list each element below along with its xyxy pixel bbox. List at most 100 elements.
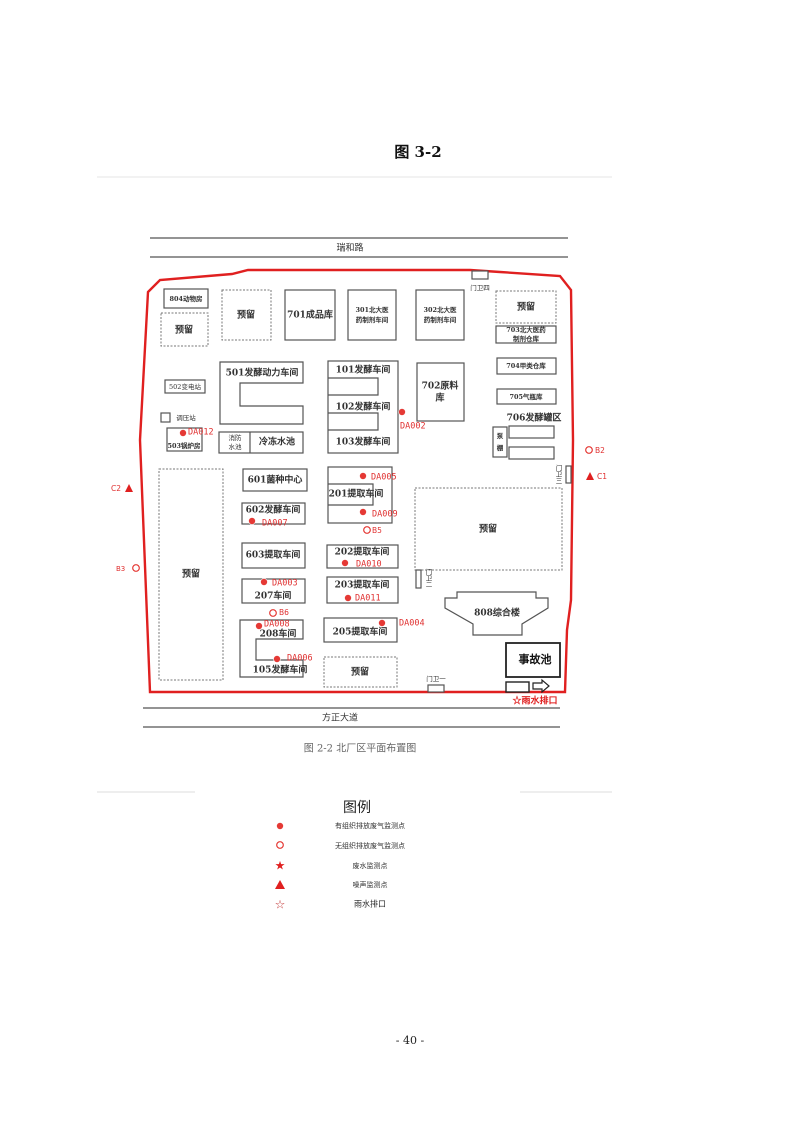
reserved-area — [160, 312, 209, 347]
building-302 — [415, 289, 465, 341]
building-301-label: 药制剂车间 — [356, 315, 389, 324]
building-101-label: 101发酵车间 — [336, 364, 391, 376]
reserved-area — [323, 656, 398, 688]
building-201-label: 201提取车间 — [329, 488, 384, 500]
point-label: DA009 — [372, 510, 398, 520]
gate-2 — [415, 569, 422, 589]
gate-3-label: 门卫三 — [554, 463, 562, 484]
organized-point-icon — [273, 655, 281, 663]
building-603 — [241, 542, 306, 569]
reserved-area — [495, 290, 557, 324]
rain-outlet-label: ☆雨水排口 — [512, 695, 557, 707]
building-203 — [326, 576, 399, 604]
building-207-label: 207车间 — [255, 590, 292, 602]
building-808 — [444, 591, 549, 636]
legend-title: 图例 — [343, 800, 371, 816]
pump-shed-label: 泵 — [496, 431, 504, 440]
point-label: B2 — [595, 446, 605, 455]
building-205-label: 205提取车间 — [333, 626, 388, 638]
reserved-label: 预留 — [351, 666, 369, 678]
gate-4-label: 门卫四 — [470, 283, 490, 292]
accident-pool — [505, 642, 561, 678]
star-outline-icon: ☆ — [275, 898, 286, 912]
reserved-area — [158, 468, 224, 681]
regulator-station — [160, 412, 171, 423]
building-103-label: 103发酵车间 — [336, 436, 391, 448]
legend-item: 噪声监测点 — [353, 880, 388, 889]
fugitive-point-icon — [585, 446, 593, 454]
road-label-north: 瑞和路 — [336, 242, 363, 254]
building-808-label: 808综合楼 — [474, 607, 520, 619]
building-704-label: 704甲类仓库 — [506, 361, 546, 370]
reserved-label: 预留 — [237, 309, 255, 321]
building-divider — [328, 483, 374, 506]
tank — [508, 425, 555, 439]
gate-2-label: 门卫二 — [424, 567, 432, 588]
fire-pool-label: 水池 — [229, 442, 243, 451]
building-703-label: 制剂仓库 — [513, 334, 540, 343]
page-number: - 40 - — [396, 1034, 425, 1047]
point-label: C1 — [597, 472, 607, 481]
building-602 — [241, 502, 306, 525]
fugitive-point-icon — [363, 526, 371, 534]
building-701 — [284, 289, 336, 341]
road-label-south: 方正大道 — [322, 712, 358, 724]
point-label: DA003 — [272, 579, 298, 589]
building-102-label: 102发酵车间 — [336, 401, 391, 413]
organized-point-icon — [341, 559, 349, 567]
figure-title: 图 3-2 — [394, 143, 441, 161]
point-label: DA012 — [188, 428, 214, 438]
legend-item: 废水监测点 — [353, 861, 388, 870]
noise-points: C1 C2 — [111, 472, 607, 493]
outlet-box — [505, 681, 530, 693]
cold-pool-label: 冷冻水池 — [259, 436, 295, 448]
gate-1 — [427, 684, 445, 693]
noise-point-icon — [125, 484, 133, 492]
organized-point-icon — [359, 508, 367, 516]
point-label: DA004 — [399, 619, 425, 629]
point-label: B3 — [116, 565, 125, 573]
building-501-label: 501发酵动力车间 — [226, 367, 299, 379]
legend-item: 无组织排放废气监测点 — [335, 841, 405, 850]
regulator-label: 调压站 — [176, 413, 196, 422]
arrow-right-icon — [532, 678, 550, 694]
point-label: DA010 — [356, 560, 382, 570]
building-502-label: 502变电站 — [169, 382, 201, 391]
organized-point-icon — [359, 472, 367, 480]
building-203-label: 203提取车间 — [335, 579, 390, 591]
building-105-label: 105发酵车间 — [253, 664, 308, 676]
building-601-label: 601菌种中心 — [248, 474, 303, 486]
reserved-label: 预留 — [175, 324, 193, 336]
building-704 — [496, 357, 557, 375]
noise-point-icon — [586, 472, 594, 480]
building-702-label: 库 — [435, 392, 444, 404]
building-703-label: 703北大医药 — [506, 325, 546, 334]
building-202-label: 202提取车间 — [335, 546, 390, 558]
building-208-105 — [239, 619, 304, 678]
building-208-label: 208车间 — [260, 628, 297, 640]
organized-point-icon — [255, 622, 263, 630]
building-503-label: 503锅炉房 — [167, 441, 201, 450]
pools — [218, 431, 304, 454]
accident-pool-label: 事故池 — [519, 652, 552, 666]
building-101-103 — [327, 360, 399, 454]
star-icon: ★ — [275, 859, 286, 873]
point-label: DA006 — [287, 654, 313, 664]
pump-shed-label: 棚 — [497, 443, 504, 452]
building-702-label: 702原料 — [422, 380, 459, 392]
building-603-label: 603提取车间 — [246, 549, 301, 561]
organized-point-icon — [260, 578, 268, 586]
fugitive-point-icon — [276, 841, 284, 849]
plant-boundary — [138, 268, 575, 694]
building-207 — [241, 578, 306, 604]
tank — [508, 446, 555, 460]
point-label: DA008 — [264, 620, 290, 630]
organized-point-icon — [378, 619, 386, 627]
fugitive-point-icon — [269, 609, 277, 617]
building-706-label: 706发酵罐区 — [507, 412, 562, 424]
point-label: B5 — [372, 526, 382, 535]
legend-item: 有组织排放废气监测点 — [335, 821, 405, 830]
building-302-label: 302北大医 — [423, 305, 457, 314]
reserved-area — [414, 487, 563, 571]
